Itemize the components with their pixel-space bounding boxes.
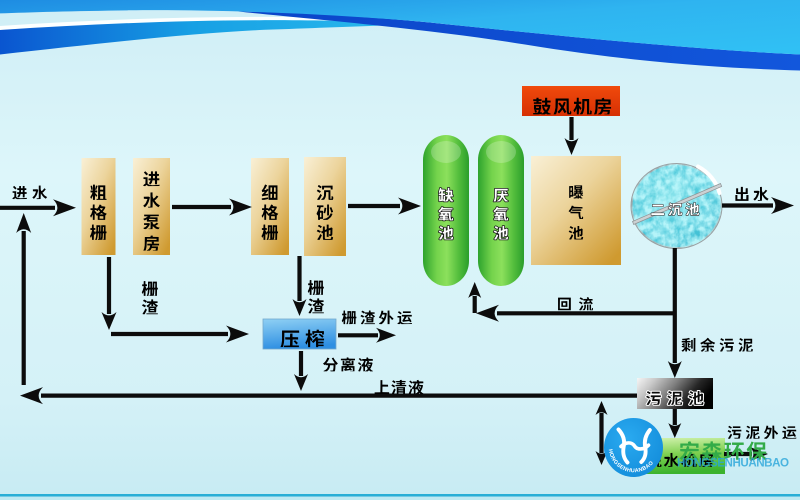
svg-text:HONGSENHUANBAO: HONGSENHUANBAO (677, 457, 789, 470)
